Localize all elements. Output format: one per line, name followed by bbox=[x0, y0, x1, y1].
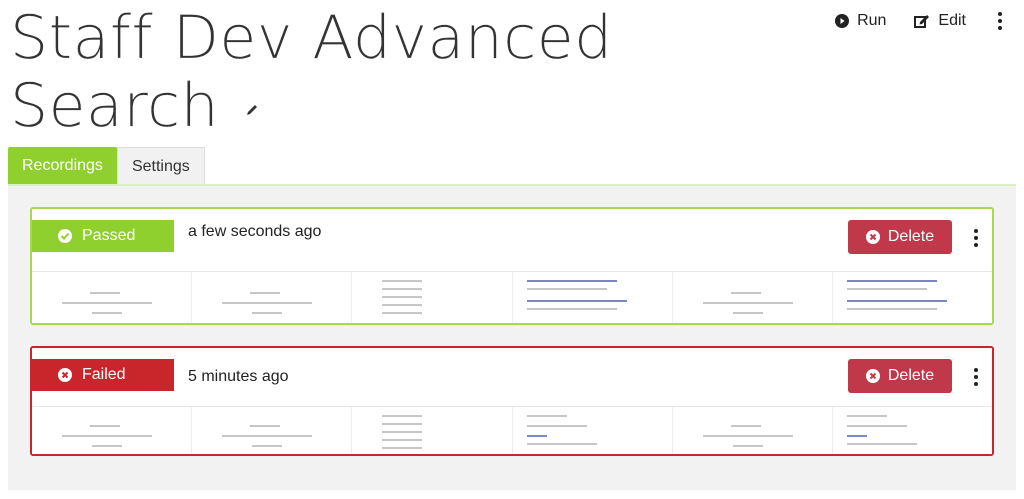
thumbnail bbox=[32, 407, 193, 454]
delete-button[interactable]: Delete bbox=[848, 220, 952, 254]
thumbnail bbox=[832, 407, 992, 454]
recording-card[interactable]: Passed a few seconds ago Delete bbox=[30, 207, 994, 325]
status-label: Passed bbox=[82, 227, 136, 244]
status-badge: Failed bbox=[32, 359, 174, 391]
x-circle-icon bbox=[865, 369, 880, 383]
status-badge: Passed bbox=[32, 220, 174, 252]
run-button[interactable]: Run bbox=[835, 12, 886, 30]
thumbnail bbox=[192, 407, 353, 454]
pencil-icon[interactable] bbox=[245, 103, 259, 117]
thumbnail bbox=[352, 272, 513, 323]
page-title: Staff Dev Advanced Search bbox=[10, 4, 710, 140]
recording-thumbnails[interactable] bbox=[32, 271, 992, 323]
edit-label: Edit bbox=[938, 12, 966, 29]
x-circle-icon bbox=[865, 230, 880, 244]
edit-button[interactable]: Edit bbox=[914, 12, 966, 30]
recording-card[interactable]: Failed 5 minutes ago Delete bbox=[30, 346, 994, 456]
x-circle-icon bbox=[58, 368, 72, 382]
recording-time: 5 minutes ago bbox=[188, 368, 289, 385]
thumbnail bbox=[672, 407, 833, 454]
top-actions: Run Edit bbox=[835, 12, 1006, 30]
recording-menu-icon[interactable] bbox=[974, 229, 978, 247]
check-circle-icon bbox=[58, 229, 72, 243]
play-circle-icon bbox=[835, 14, 850, 28]
recording-time: a few seconds ago bbox=[188, 223, 322, 240]
status-label: Failed bbox=[82, 366, 126, 383]
tab-bar: Recordings Settings bbox=[8, 147, 205, 185]
thumbnail bbox=[512, 272, 673, 323]
tab-divider bbox=[8, 184, 1016, 186]
recording-menu-icon[interactable] bbox=[974, 368, 978, 386]
delete-button[interactable]: Delete bbox=[848, 359, 952, 393]
thumbnail bbox=[352, 407, 513, 454]
thumbnail bbox=[512, 407, 673, 454]
recording-thumbnails[interactable] bbox=[32, 406, 992, 454]
edit-icon bbox=[914, 15, 930, 28]
thumbnail bbox=[192, 272, 353, 323]
delete-label: Delete bbox=[887, 367, 935, 384]
thumbnail bbox=[672, 272, 833, 323]
tab-recordings[interactable]: Recordings bbox=[8, 147, 117, 185]
recordings-panel: Passed a few seconds ago Delete Failed 5… bbox=[8, 186, 1016, 490]
delete-label: Delete bbox=[887, 228, 935, 245]
thumbnail bbox=[832, 272, 992, 323]
run-label: Run bbox=[857, 12, 887, 29]
page-title-text: Staff Dev Advanced Search bbox=[10, 3, 613, 141]
thumbnail bbox=[32, 272, 193, 323]
more-menu-icon[interactable] bbox=[994, 12, 1006, 30]
tab-settings[interactable]: Settings bbox=[116, 147, 205, 185]
